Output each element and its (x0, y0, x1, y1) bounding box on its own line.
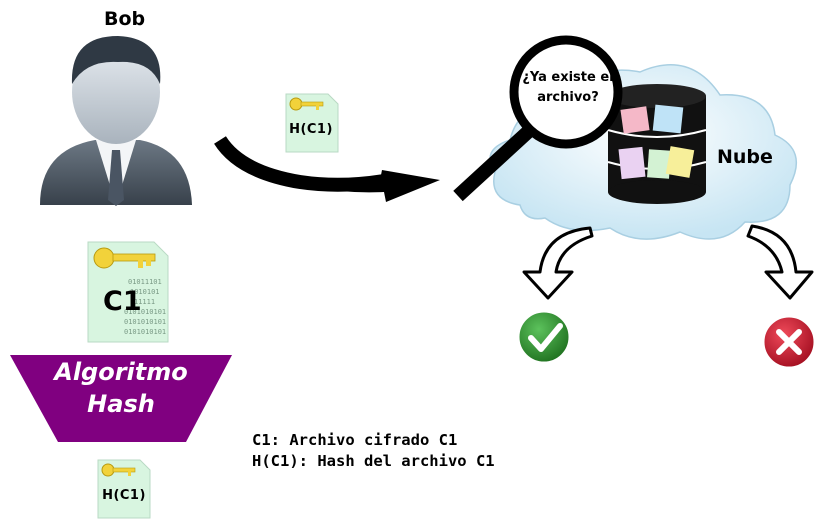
arrow-down-right (746, 224, 814, 300)
encrypted-file-label: C1 (103, 286, 142, 317)
person-icon (40, 36, 192, 206)
algorithm-line1: Algoritmo (54, 358, 188, 386)
key-icon (93, 247, 156, 269)
magnifier-icon (453, 35, 623, 202)
cloud-question: ¿Ya existe el archivo? (522, 70, 614, 105)
key-icon (289, 97, 324, 111)
algorithm-label: Algoritmo Hash (12, 356, 230, 420)
key-icon (101, 463, 136, 477)
arrow-down-left (522, 226, 594, 300)
svg-text:1010101: 1010101 (130, 288, 160, 296)
legend: C1: Archivo cifrado C1 H(C1): Hash del a… (252, 430, 495, 472)
cross-icon (761, 314, 817, 370)
check-icon (516, 309, 572, 365)
encrypted-file-icon: 01011101 1010101 11111 0101010101 010101… (87, 241, 169, 343)
svg-text:0101010101: 0101010101 (124, 328, 166, 336)
result-hash-label: H(C1) (102, 488, 146, 503)
legend-line2: H(C1): Hash del archivo C1 (252, 452, 495, 470)
hash-funnel (10, 355, 232, 442)
cloud-label: Nube (717, 146, 773, 168)
sent-hash-label: H(C1) (289, 122, 333, 137)
transfer-arrow (214, 136, 440, 202)
person-name: Bob (104, 8, 146, 30)
svg-text:11111: 11111 (134, 298, 155, 306)
svg-text:0101010101: 0101010101 (124, 308, 166, 316)
svg-text:0101010101: 0101010101 (124, 318, 166, 326)
result-file-icon (97, 459, 151, 519)
file-icon (285, 93, 339, 153)
svg-text:01011101: 01011101 (128, 278, 162, 286)
legend-line1: C1: Archivo cifrado C1 (252, 431, 458, 449)
algorithm-line2: Hash (87, 390, 155, 418)
database-icon (607, 84, 707, 204)
